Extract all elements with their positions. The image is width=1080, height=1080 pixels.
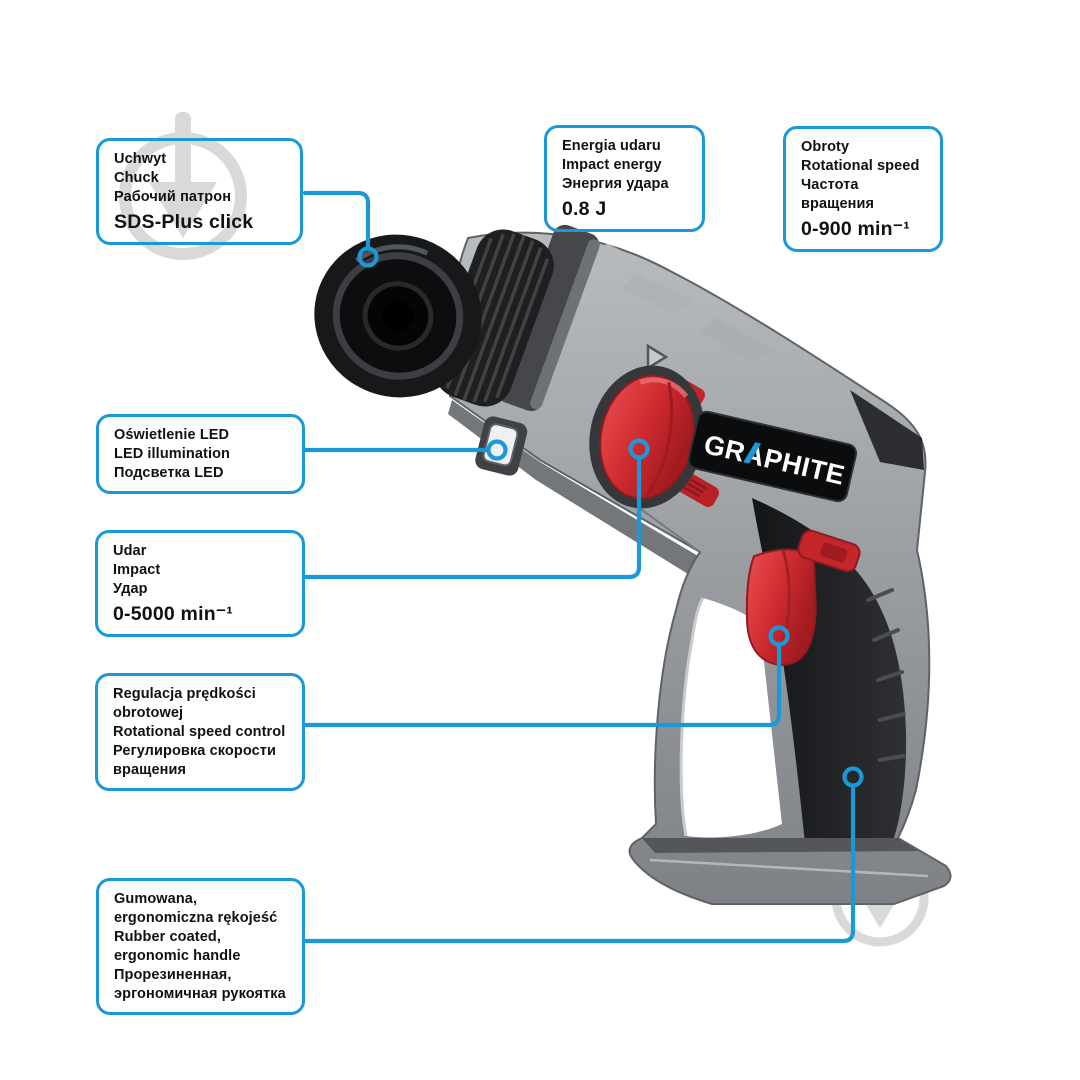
leader-line-speed-control [302, 644, 782, 728]
callout-text-ru: Частота вращения [801, 177, 875, 212]
leader-line-impact-rate [302, 457, 642, 580]
callout-text-en: Rotational speed [801, 158, 920, 174]
callout-text-ru: Прорезиненная, эргономичная рукоятка [114, 967, 286, 1002]
callout-text-en: LED illumination [114, 446, 230, 462]
handle-opening [681, 598, 782, 838]
callout-speed-control: Regulacja prędkości obrotowej Rotational… [95, 673, 305, 791]
callout-leaders [302, 190, 864, 944]
callout-text-pl: Uchwyt [114, 151, 167, 167]
callout-chuck: Uchwyt Chuck Рабочий патрон SDS-Plus cli… [96, 138, 303, 245]
leader-dot-speed-control [768, 625, 790, 647]
drill-illustration: GRAPHITE [314, 224, 952, 905]
dial-pointer-icon [646, 343, 669, 371]
leader-line-chuck [302, 190, 371, 249]
callout-text-pl: Obroty [801, 139, 850, 155]
callout-impact-energy: Energia udaru Impact energy Энергия удар… [544, 125, 705, 232]
callout-text-pl: Energia udaru [562, 138, 661, 154]
callout-text-en: Impact [113, 562, 161, 578]
callout-text-pl: Oświetlenie LED [114, 427, 230, 443]
base-rail [642, 838, 929, 878]
callout-value: 0-900 min⁻¹ [801, 218, 910, 240]
callout-text-en: Impact energy [562, 157, 662, 173]
callout-value: 0-5000 min⁻¹ [113, 603, 233, 625]
callout-text-en: Chuck [114, 170, 159, 186]
brand-logo-accent-icon [743, 442, 762, 464]
callout-impact-rate: Udar Impact Удар 0-5000 min⁻¹ [95, 530, 305, 637]
callout-text-pl: Gumowana, ergonomiczna rękojeść [114, 891, 278, 926]
callout-rotational-speed: Obroty Rotational speed Частота вращения… [783, 126, 943, 252]
callout-text-en: Rubber coated, ergonomic handle [114, 929, 241, 964]
forward-reverse-switch [797, 529, 861, 573]
callout-text-ru: Регулировка скорости вращения [113, 743, 276, 778]
callout-text-ru: Подсветка LED [114, 465, 224, 481]
callout-ergonomic-handle: Gumowana, ergonomiczna rękojeść Rubber c… [96, 878, 305, 1015]
callout-value: SDS-Plus click [114, 211, 254, 233]
callout-text-pl: Udar [113, 543, 147, 559]
chuck-assembly [314, 224, 600, 412]
leader-dot-impact-rate [628, 438, 650, 460]
callout-value: 0.8 J [562, 198, 607, 220]
callout-text-ru: Удар [113, 581, 148, 597]
callout-text-en: Rotational speed control [113, 724, 286, 740]
leader-line-handle [302, 785, 856, 944]
callout-led-illumination: Oświetlenie LED LED illumination Подсвет… [96, 414, 305, 494]
leader-dot-led [486, 439, 508, 461]
mode-selector-dial [589, 365, 719, 509]
callout-text-pl: Regulacja prędkości obrotowej [113, 686, 256, 721]
callout-text-ru: Рабочий патрон [114, 189, 232, 205]
leader-dot-chuck [357, 246, 379, 268]
callout-text-ru: Энергия удара [562, 176, 669, 192]
leader-dot-handle [842, 766, 864, 788]
